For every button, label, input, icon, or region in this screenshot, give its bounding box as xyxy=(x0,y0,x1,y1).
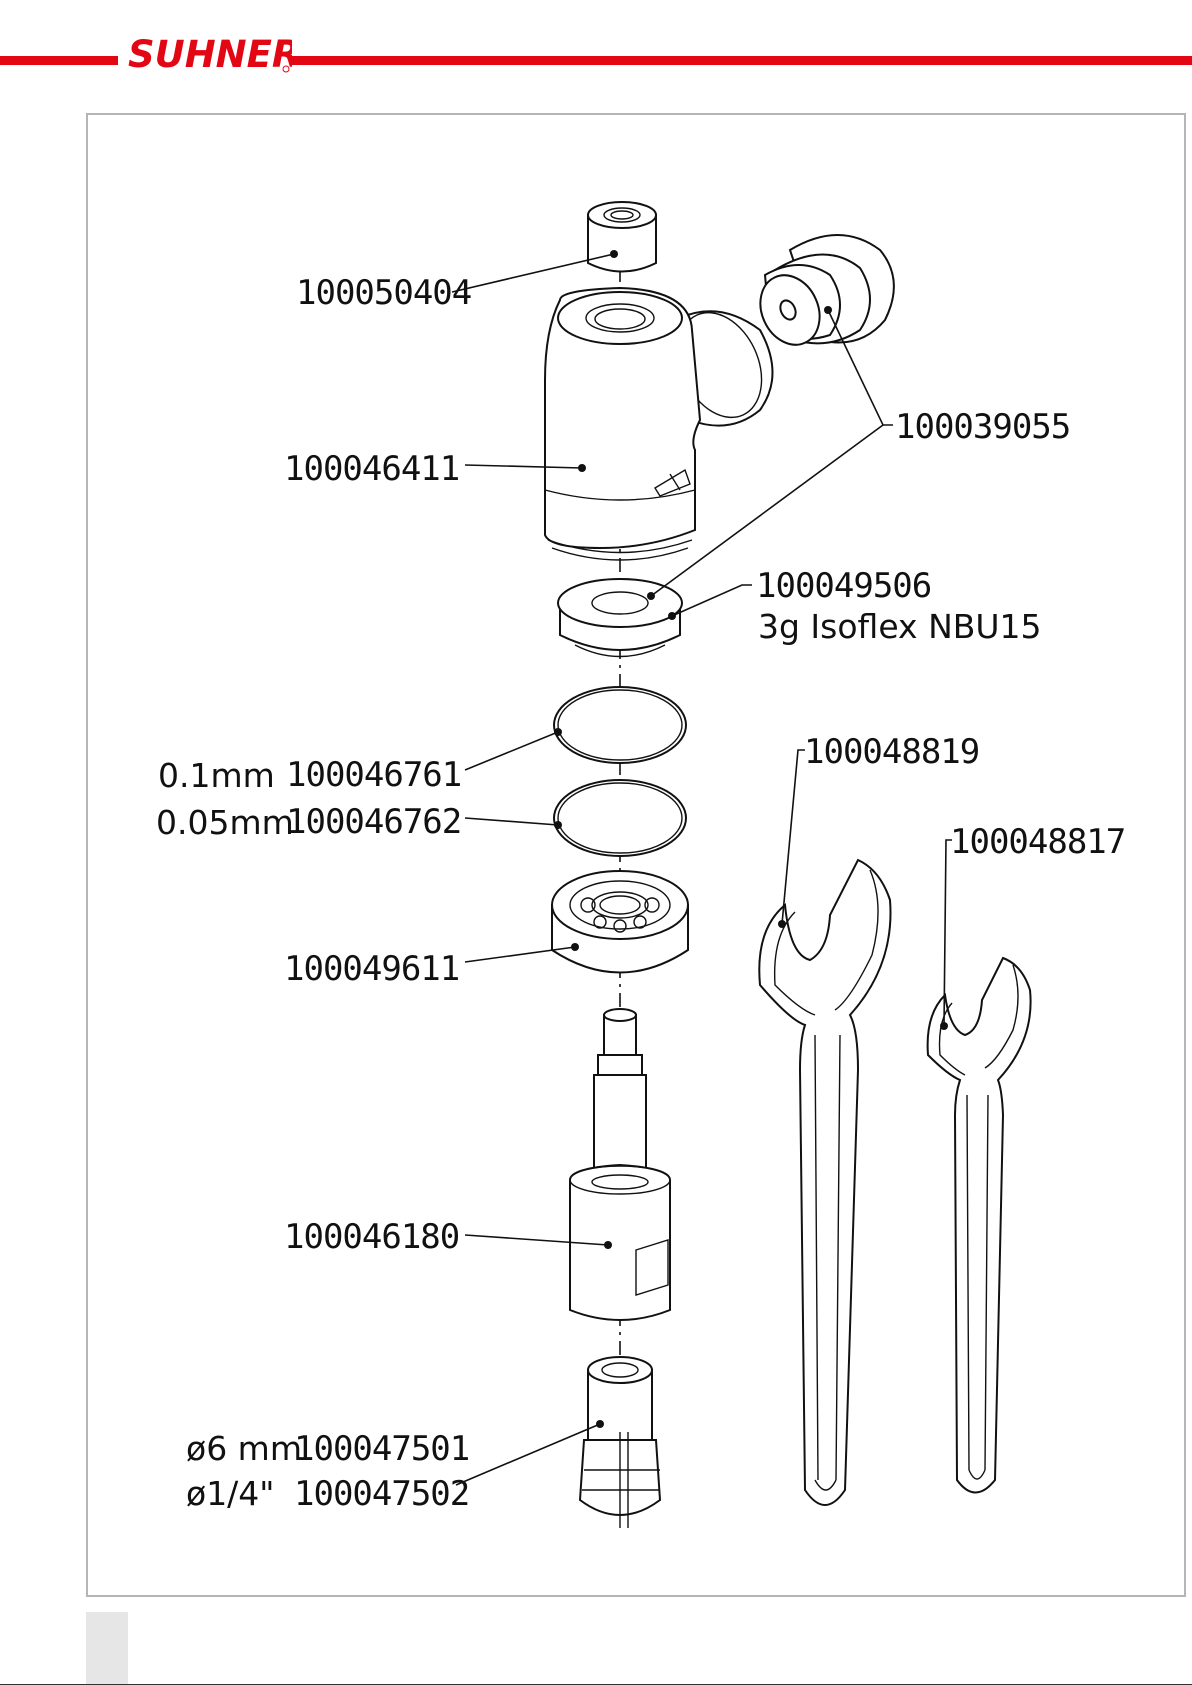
label-100048819: 100048819 xyxy=(804,732,979,772)
label-100039055: 100039055 xyxy=(895,407,1070,447)
part-wrench-100048817 xyxy=(928,958,1031,1493)
label-100049506-note: 3g Isoflex NBU15 xyxy=(758,607,1042,646)
label-100047501: 100047501 xyxy=(294,1429,469,1469)
footer-page-tab xyxy=(86,1612,128,1685)
label-100050404: 100050404 xyxy=(296,273,471,313)
label-100046761: 100046761 xyxy=(286,755,461,795)
label-100046411: 100046411 xyxy=(284,449,459,489)
label-100046762: 100046762 xyxy=(286,802,461,842)
part-shim-100046762 xyxy=(554,780,686,856)
part-bearing-100049611 xyxy=(552,871,688,973)
part-shim-100046761 xyxy=(554,687,686,763)
part-bushing-100050404 xyxy=(588,202,656,272)
part-collet-100047501 xyxy=(580,1357,660,1528)
leader-lines xyxy=(452,250,952,1485)
label-100049611: 100049611 xyxy=(284,949,459,989)
label-100047502: 100047502 xyxy=(294,1474,469,1514)
part-wrench-100048819 xyxy=(759,860,890,1505)
label-100049506: 100049506 xyxy=(756,566,931,606)
part-seal-100049506 xyxy=(558,579,682,657)
label-collet-inch: ø1/4" xyxy=(186,1474,274,1513)
part-spindle-100046180 xyxy=(570,1009,670,1320)
part-housing-100046411 xyxy=(545,288,778,560)
label-100046180: 100046180 xyxy=(284,1217,459,1257)
label-100048817: 100048817 xyxy=(950,822,1125,862)
label-shim-thickness-005: 0.05mm xyxy=(156,803,294,842)
label-collet-metric: ø6 mm xyxy=(186,1429,302,1468)
label-shim-thickness-01: 0.1mm xyxy=(158,756,275,795)
part-nozzle-100039055 xyxy=(749,235,893,354)
